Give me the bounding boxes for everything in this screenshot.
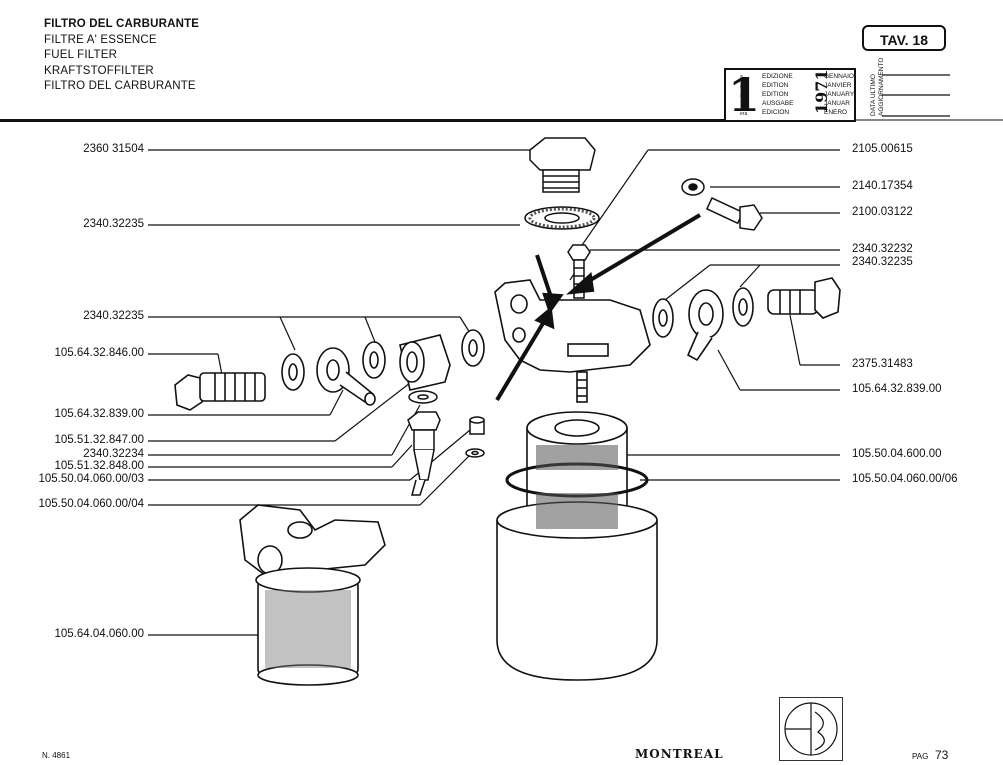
edition-month-3: JANUAR bbox=[824, 100, 851, 107]
title-de: KRAFTSTOFFILTER bbox=[44, 65, 154, 77]
part-label-left-5: 105.51.32.847.00 bbox=[54, 434, 144, 446]
part-label-left-0: 2360 31504 bbox=[83, 143, 144, 155]
part-label-left-9: 105.50.04.060.00/04 bbox=[38, 498, 144, 510]
part-label-right-5: 2375.31483 bbox=[852, 358, 913, 370]
part-label-right-3: 2340.32232 bbox=[852, 243, 913, 255]
edition-sup-4: era bbox=[740, 111, 748, 117]
part-label-right-6: 105.64.32.839.00 bbox=[852, 383, 942, 395]
edition-label-4: EDICION bbox=[762, 109, 790, 116]
part-label-left-10: 105.64.04.060.00 bbox=[54, 628, 144, 640]
part-label-left-8: 105.50.04.060.00/03 bbox=[38, 473, 144, 485]
plate-number: TAV. 18 bbox=[862, 25, 946, 51]
part-label-left-6: 2340.32234 bbox=[83, 448, 144, 460]
edition-sup-2: st bbox=[740, 93, 744, 99]
edition-sup-1: ere bbox=[740, 84, 748, 90]
page-label: PAG bbox=[912, 752, 929, 761]
edition-month-2: JANUARY bbox=[824, 91, 855, 98]
title-es: FILTRO DEL CARBURANTE bbox=[44, 80, 196, 92]
part-label-right-0: 2105.00615 bbox=[852, 143, 913, 155]
edition-label-2: EDITION bbox=[762, 91, 789, 98]
title-fr: FILTRE A' ESSENCE bbox=[44, 34, 157, 46]
part-label-left-1: 2340.32235 bbox=[83, 218, 144, 230]
edition-number: 1 bbox=[728, 68, 761, 122]
page-number: 73 bbox=[935, 748, 949, 762]
edition-sup-0: a bbox=[740, 74, 743, 80]
edition-month-4: ENERO bbox=[824, 109, 848, 116]
part-label-left-3: 105.64.32.846.00 bbox=[54, 347, 144, 359]
edition-label-0: EDIZIONE bbox=[762, 73, 793, 80]
header-rule bbox=[0, 119, 724, 122]
edition-label-3: AUSGABE bbox=[762, 100, 794, 107]
part-label-left-2: 2340.32235 bbox=[83, 310, 144, 322]
edition-label-1: EDITION bbox=[762, 82, 789, 89]
part-label-left-4: 105.64.32.839.00 bbox=[54, 408, 144, 420]
title-it: FILTRO DEL CARBURANTE bbox=[44, 18, 200, 30]
edition-month-1: JANVIER bbox=[824, 82, 852, 89]
part-label-left-7: 105.51.32.848.00 bbox=[54, 460, 144, 472]
edition-box: 1 a ere st era EDIZIONE EDITION EDITION … bbox=[724, 68, 856, 122]
brand-emblem bbox=[779, 697, 843, 761]
part-label-right-4: 2340.32235 bbox=[852, 256, 913, 268]
part-label-right-2: 2100.03122 bbox=[852, 206, 913, 218]
brand-name: MONTREAL bbox=[635, 747, 724, 761]
doc-number: N. 4861 bbox=[42, 751, 71, 760]
part-label-right-7: 105.50.04.600.00 bbox=[852, 448, 942, 460]
edition-month-0: GENNAIO bbox=[824, 73, 854, 80]
part-label-right-8: 105.50.04.060.00/06 bbox=[852, 473, 958, 485]
part-label-right-1: 2140.17354 bbox=[852, 180, 913, 192]
title-en: FUEL FILTER bbox=[44, 49, 118, 61]
